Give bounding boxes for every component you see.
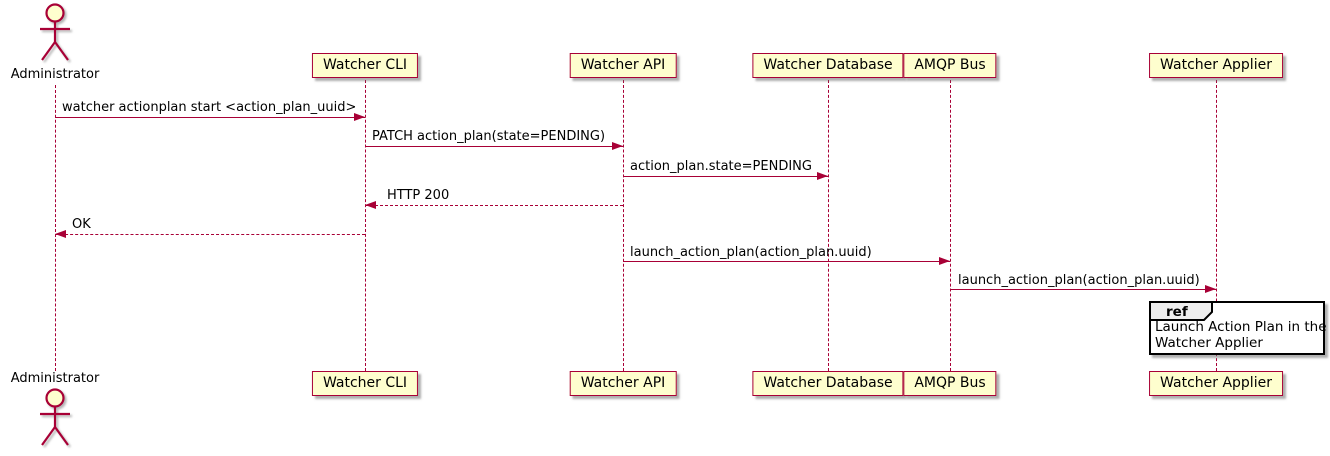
arrowhead-right-icon [817,172,828,180]
lifeline-amqp-bus [950,80,951,371]
message-label-6: launch_action_plan(action_plan.uuid) [630,245,872,260]
lifeline-watcher-database [828,80,829,371]
participant-watcher-applier-top: Watcher Applier [1149,53,1283,78]
arrowhead-right-icon [1205,285,1216,293]
actor-label-top: Administrator [10,67,100,82]
participant-watcher-database-top: Watcher Database [752,53,904,78]
ref-tab-icon: ref [1149,301,1213,321]
ref-tag-label: ref [1166,304,1188,320]
lifeline-administrator [55,85,56,371]
arrowhead-left-icon [365,201,376,209]
lifeline-watcher-api [623,80,624,371]
lifeline-watcher-cli [365,80,366,371]
message-label-4: HTTP 200 [387,188,450,203]
message-line-4 [365,205,623,206]
message-label-1: watcher actionplan start <action_plan_uu… [62,100,357,115]
participant-watcher-cli-bottom: Watcher CLI [311,371,419,396]
participant-watcher-cli-top: Watcher CLI [311,53,419,78]
ref-fragment: ref Launch Action Plan in the Watcher Ap… [1149,301,1327,355]
participant-amqp-bus-top: AMQP Bus [903,53,997,78]
ref-text-line2: Watcher Applier [1155,334,1263,351]
participant-watcher-api-top: Watcher API [569,53,677,78]
actor-icon [40,3,70,61]
message-line-7 [950,289,1216,290]
message-label-3: action_plan.state=PENDING [630,159,812,174]
ref-text-line1: Launch Action Plan in the [1155,319,1327,335]
participant-amqp-bus-bottom: AMQP Bus [903,371,997,396]
message-line-1 [55,117,365,118]
message-line-2 [365,146,623,147]
participant-watcher-applier-bottom: Watcher Applier [1149,371,1283,396]
actor-icon [40,388,70,446]
message-label-7: launch_action_plan(action_plan.uuid) [958,273,1200,288]
arrowhead-right-icon [939,257,950,265]
arrowhead-right-icon [612,142,623,150]
message-line-5 [55,234,365,235]
message-line-6 [623,261,950,262]
message-label-2: PATCH action_plan(state=PENDING) [372,129,606,144]
actor-label-bottom: Administrator [10,371,100,386]
ref-text: Launch Action Plan in the Watcher Applie… [1155,319,1327,351]
lifeline-watcher-applier [1216,80,1217,371]
message-label-5: OK [72,217,91,232]
arrowhead-right-icon [354,113,365,121]
arrowhead-left-icon [55,230,66,238]
message-line-3 [623,176,828,177]
participant-watcher-database-bottom: Watcher Database [752,371,904,396]
participant-watcher-api-bottom: Watcher API [569,371,677,396]
